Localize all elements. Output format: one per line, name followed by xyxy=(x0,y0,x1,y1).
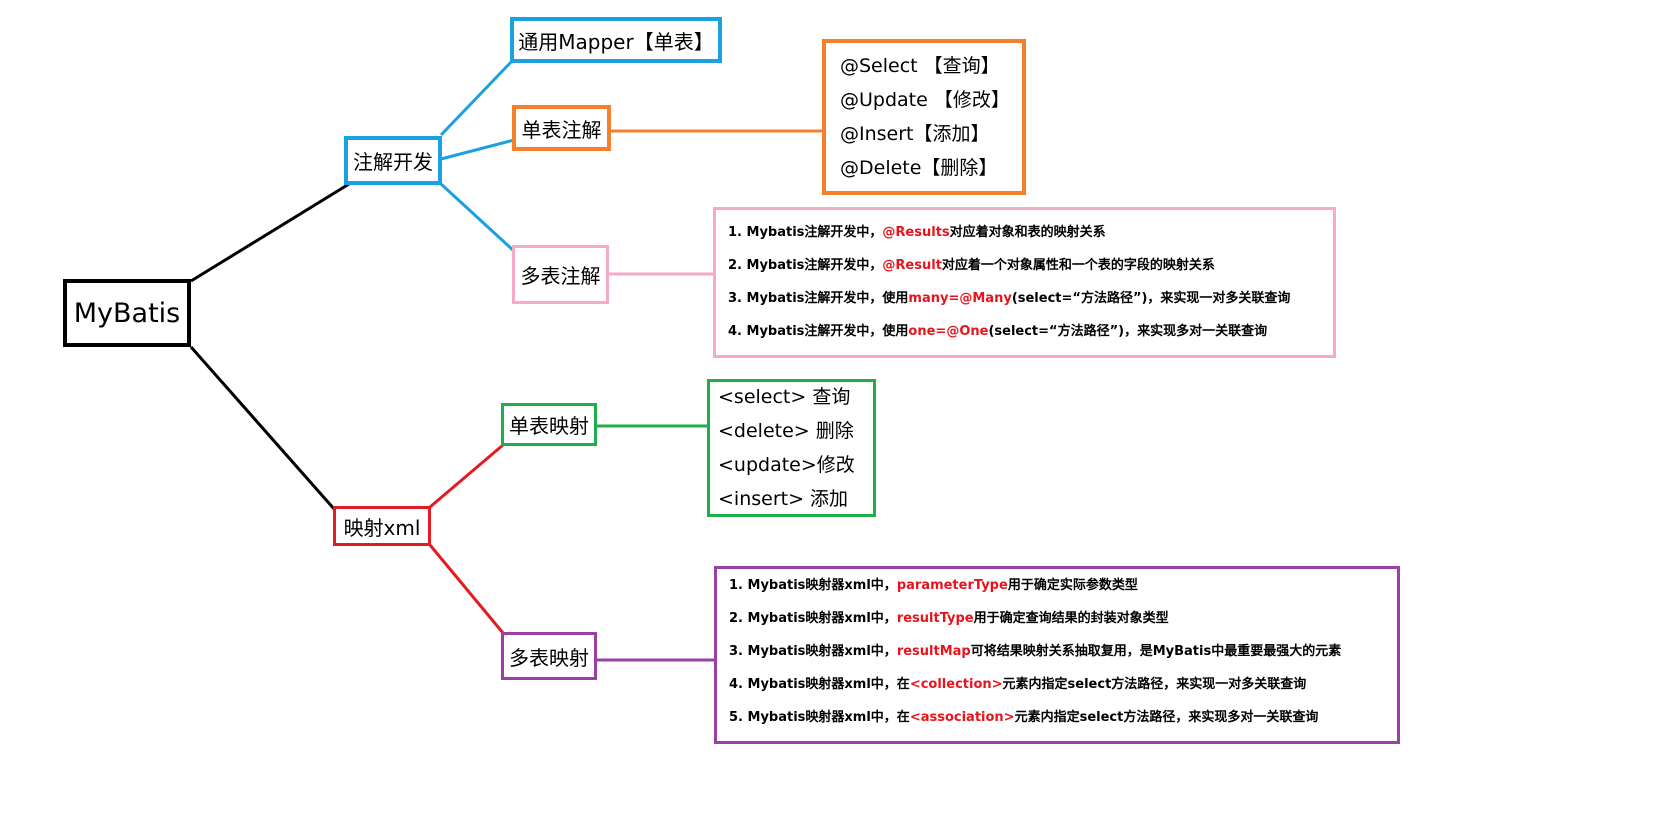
note-highlight: <association> xyxy=(909,710,1015,725)
multi-annotation-note: 4. Mybatis注解开发中，使用one=@One(select=“方法路径”… xyxy=(728,315,1333,348)
note-number: 1. xyxy=(728,225,742,240)
annotation-insert-item: @Insert【添加】 xyxy=(840,123,990,145)
note-text: 可将结果映射关系抽取复用，是MyBatis中最重要最强大的元素 xyxy=(970,644,1342,659)
xml-insert-item: <insert> 添加 xyxy=(718,488,849,510)
note-text: Mybatis映射器xml中， xyxy=(747,578,897,593)
multi-annotation-node: 多表注解 xyxy=(512,245,609,304)
note-number: 3. xyxy=(729,644,743,659)
annotation-node: 注解开发 xyxy=(344,136,442,185)
note-number: 4. xyxy=(728,324,742,339)
multi-xml-note: 4. Mybatis映射器xml中，在<collection>元素内指定sele… xyxy=(729,668,1397,701)
multi-xml-note: 2. Mybatis映射器xml中，resultType用于确定查询结果的封装对… xyxy=(729,602,1397,635)
single-annotation-node: 单表注解 xyxy=(512,105,611,151)
multi-xml-notes-box: 1. Mybatis映射器xml中，parameterType用于确定实际参数类… xyxy=(714,566,1400,744)
xml-update-item: <update>修改 xyxy=(718,454,855,476)
connector-annotation-multi xyxy=(439,182,516,253)
connector-xml-single xyxy=(429,443,504,509)
note-text: Mybatis映射器xml中， xyxy=(747,644,897,659)
multi-xml-label: 多表映射 xyxy=(509,645,589,670)
note-text: Mybatis注解开发中， xyxy=(746,225,883,240)
note-number: 1. xyxy=(729,578,743,593)
note-highlight: <collection> xyxy=(909,677,1003,692)
annotation-label: 注解开发 xyxy=(353,150,433,174)
general-mapper-label: 通用Mapper【单表】 xyxy=(518,29,714,54)
note-text: 对应着一个对象属性和一个表的字段的映射关系 xyxy=(941,258,1215,273)
root-node: MyBatis xyxy=(63,279,191,347)
note-text: Mybatis注解开发中，使用 xyxy=(746,291,909,306)
note-number: 5. xyxy=(729,710,743,725)
xml-select-item: <select> 查询 xyxy=(718,386,851,408)
multi-annotation-label: 多表注解 xyxy=(520,264,601,288)
note-text: 元素内指定select方法路径，来实现多对一关联查询 xyxy=(1014,710,1319,725)
note-highlight: resultMap xyxy=(896,644,971,659)
annotation-select-item: @Select 【查询】 xyxy=(840,55,1000,77)
note-text: Mybatis映射器xml中，在 xyxy=(747,677,910,692)
single-xml-node: 单表映射 xyxy=(501,403,597,446)
single-annotation-label: 单表注解 xyxy=(521,117,602,142)
note-highlight: @Results xyxy=(882,225,950,240)
connector-xml-multi xyxy=(428,544,505,634)
annotation-list-box: @Select 【查询】 @Update 【修改】 @Insert【添加】 @D… xyxy=(822,39,1026,195)
note-number: 4. xyxy=(729,677,743,692)
root-label: MyBatis xyxy=(73,297,181,329)
note-highlight: many=@Many xyxy=(908,291,1012,306)
multi-annotation-notes-box: 1. Mybatis注解开发中，@Results对应着对象和表的映射关系 2. … xyxy=(713,207,1336,358)
note-text: 对应着对象和表的映射关系 xyxy=(949,225,1106,240)
xml-delete-item: <delete> 删除 xyxy=(718,420,854,442)
multi-xml-note: 3. Mybatis映射器xml中，resultMap可将结果映射关系抽取复用，… xyxy=(729,635,1397,668)
multi-annotation-note: 1. Mybatis注解开发中，@Results对应着对象和表的映射关系 xyxy=(728,216,1333,249)
multi-xml-note: 5. Mybatis映射器xml中，在<association>元素内指定sel… xyxy=(729,701,1397,734)
general-mapper-node: 通用Mapper【单表】 xyxy=(510,17,722,63)
note-text: Mybatis映射器xml中，在 xyxy=(747,710,910,725)
note-text: Mybatis注解开发中， xyxy=(746,258,883,273)
note-number: 2. xyxy=(728,258,742,273)
single-xml-label: 单表映射 xyxy=(509,414,589,438)
connector-root-xml xyxy=(189,346,337,511)
note-text: (select=“方法路径”)，来实现一对多关联查询 xyxy=(1011,291,1291,306)
note-highlight: resultType xyxy=(896,611,974,626)
note-highlight: parameterType xyxy=(896,578,1008,593)
xml-label: 映射xml xyxy=(343,515,421,540)
note-text: Mybatis注解开发中，使用 xyxy=(746,324,909,339)
note-text: Mybatis映射器xml中， xyxy=(747,611,897,626)
connector-root-annotation xyxy=(190,182,350,283)
note-number: 2. xyxy=(729,611,743,626)
multi-annotation-note: 3. Mybatis注解开发中，使用many=@Many(select=“方法路… xyxy=(728,282,1333,315)
xml-node: 映射xml xyxy=(333,506,431,546)
note-number: 3. xyxy=(728,291,742,306)
note-text: (select=“方法路径”)，来实现多对一关联查询 xyxy=(988,324,1268,339)
multi-annotation-note: 2. Mybatis注解开发中，@Result对应着一个对象属性和一个表的字段的… xyxy=(728,249,1333,282)
connector-annotation-single xyxy=(440,138,515,161)
multi-xml-note: 1. Mybatis映射器xml中，parameterType用于确定实际参数类… xyxy=(729,569,1397,602)
note-highlight: @Result xyxy=(882,258,942,273)
multi-xml-node: 多表映射 xyxy=(501,632,597,680)
note-text: 用于确定实际参数类型 xyxy=(1007,578,1138,593)
note-highlight: one=@One xyxy=(908,324,989,339)
connector-annotation-general xyxy=(439,59,514,137)
annotation-update-item: @Update 【修改】 xyxy=(840,89,1010,111)
note-text: 元素内指定select方法路径，来实现一对多关联查询 xyxy=(1002,677,1307,692)
annotation-delete-item: @Delete【删除】 xyxy=(840,157,998,179)
note-text: 用于确定查询结果的封装对象类型 xyxy=(973,611,1169,626)
xml-tag-list-box: <select> 查询 <delete> 删除 <update>修改 <inse… xyxy=(707,379,876,517)
